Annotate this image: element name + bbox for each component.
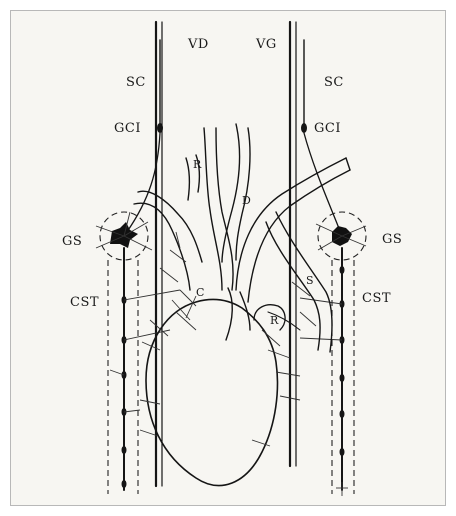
gci-ganglion-right [301,123,307,133]
cst-left [108,248,180,494]
label-cst-left: CST [70,295,99,310]
label-gci-left: GCI [114,121,141,136]
label-s: S [306,274,314,287]
gci-ganglion-left [157,123,163,133]
label-cst-right: CST [362,291,391,306]
label-gci-right: GCI [314,121,341,136]
heart-outline [146,300,277,486]
label-r-right: R [270,314,279,327]
left-nerve-trunk [156,22,162,486]
label-gs-left: GS [62,234,82,249]
label-d: D [242,194,251,207]
label-vd: VD [187,37,209,52]
label-r-top: R [193,158,202,171]
label-c: C [196,286,204,299]
label-sc-left: SC [126,75,146,90]
label-vg: VG [255,37,277,52]
label-gs-right: GS [382,232,402,247]
label-sc-right: SC [324,75,344,90]
